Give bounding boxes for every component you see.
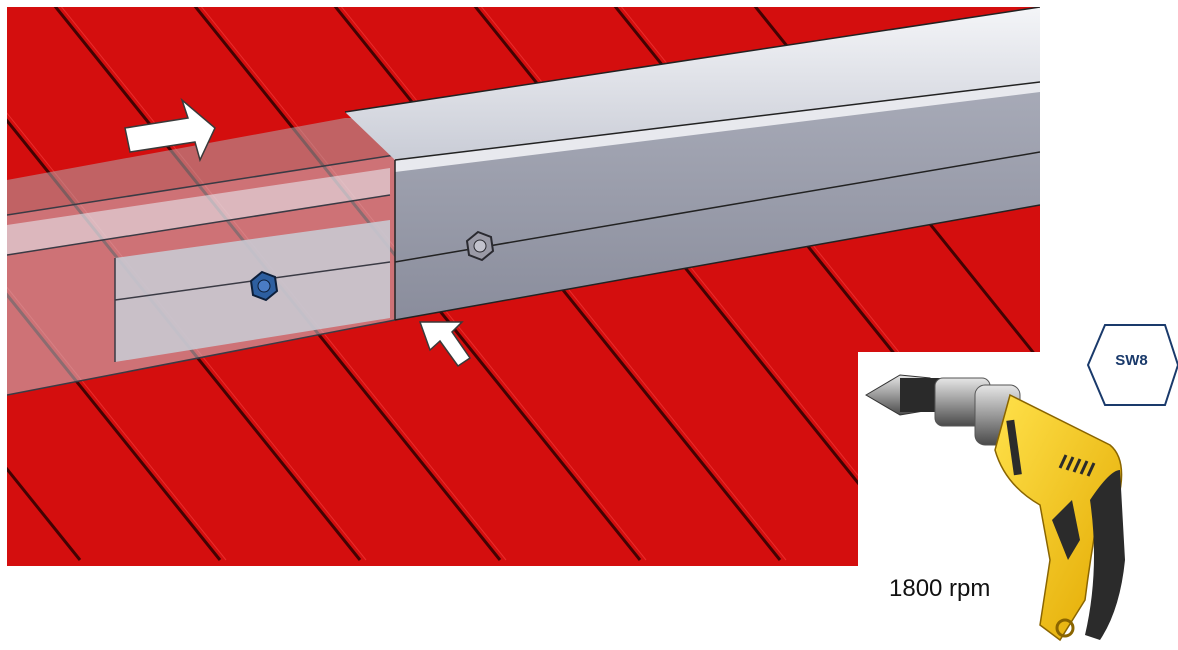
drill-speed-label: 1800 rpm — [889, 575, 991, 602]
roof-panel — [7, 7, 1040, 566]
bolt-head-blue — [249, 270, 279, 302]
slide-direction-arrow — [124, 97, 216, 163]
inner-rail-segment — [7, 118, 396, 396]
socket-size-badge — [1086, 324, 1178, 406]
socket-size-label: SW8 — [1115, 352, 1148, 369]
outer-rail-segment — [344, 7, 1040, 321]
joint-pointer-arrow — [418, 321, 472, 368]
drill-icon — [858, 352, 1125, 642]
bolt-head-grey — [465, 230, 495, 262]
